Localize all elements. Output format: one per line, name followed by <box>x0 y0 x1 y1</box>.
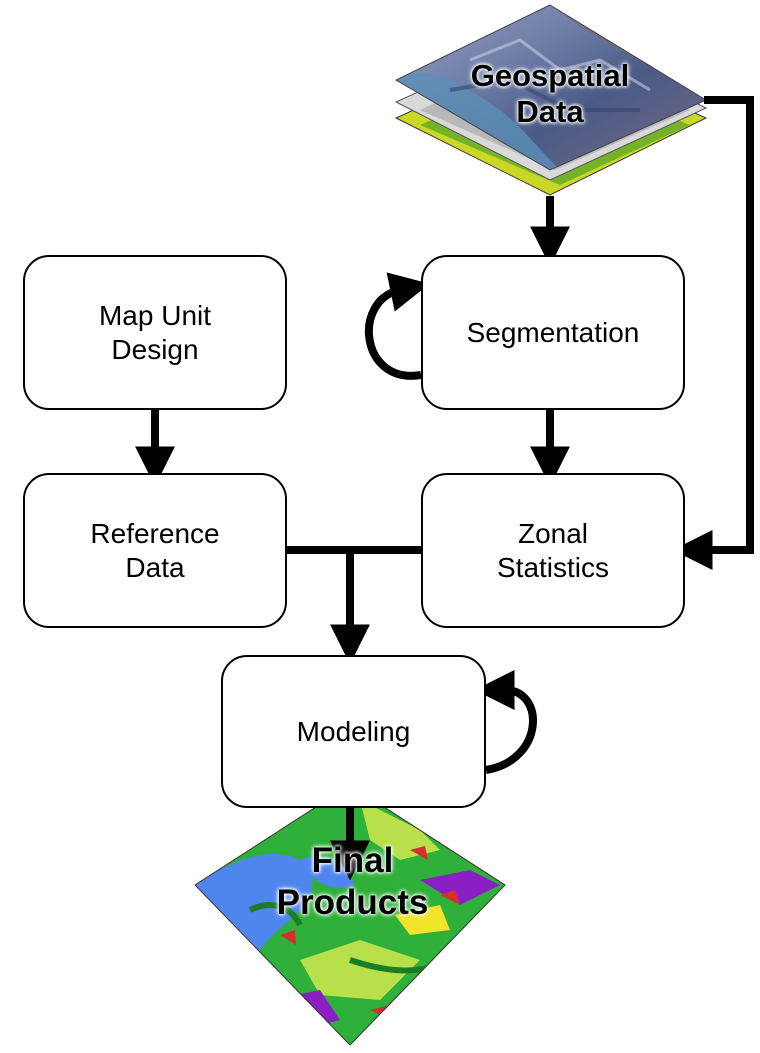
final-products-label: Final Products <box>240 840 465 924</box>
segmentation-iteration-loop <box>365 272 430 380</box>
reference-data-box: Reference Data <box>23 473 287 628</box>
zonal-statistics-label-line1: Zonal <box>517 517 589 549</box>
segmentation-label: Segmentation <box>466 316 640 348</box>
modeling-box: Modeling <box>221 655 486 808</box>
reference-data-label-line2: Data <box>125 551 185 583</box>
segmentation-box: Segmentation <box>421 255 685 410</box>
geospatial-data-label-line2: Data <box>516 94 584 129</box>
arrow-geodata-to-zonal-statistics <box>672 96 754 570</box>
zonal-statistics-box: Zonal Statistics <box>421 473 685 628</box>
modeling-iteration-loop <box>474 670 537 774</box>
map-unit-design-box: Map Unit Design <box>23 255 287 410</box>
zonal-statistics-label-line2: Statistics <box>496 551 610 583</box>
map-unit-design-label-line1: Map Unit <box>98 299 212 331</box>
connectors <box>135 96 754 881</box>
geospatial-data-label: Geospatial Data <box>440 58 660 130</box>
reference-data-label-line1: Reference <box>90 517 220 549</box>
modeling-label: Modeling <box>296 715 411 747</box>
final-products-label-line1: Final <box>311 841 394 880</box>
satellite-image-border <box>394 4 708 171</box>
map-unit-design-label-line2: Design <box>111 333 199 365</box>
final-products-label-line2: Products <box>276 883 429 922</box>
final-products-border <box>194 784 506 1046</box>
geospatial-data-label-line1: Geospatial <box>470 58 630 93</box>
